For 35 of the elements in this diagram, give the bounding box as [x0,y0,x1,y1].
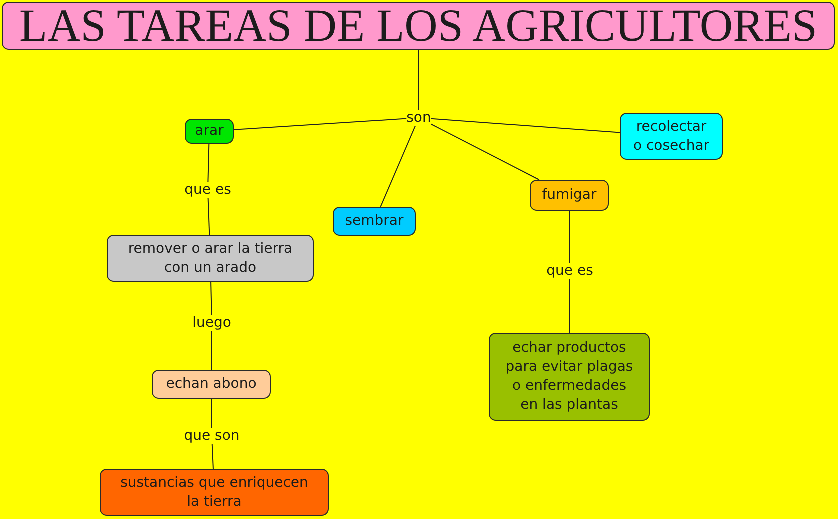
concept-text: echan abono [166,375,257,394]
connector-line [208,144,210,182]
connector-line [380,126,416,208]
concept-text: arar [195,122,224,141]
concept-text: fumigar [542,186,597,205]
connector-line [234,118,408,130]
linking-phrase: que es [546,263,594,279]
connector-line [430,124,540,180]
concept-box [107,235,314,282]
connector-line [430,118,620,134]
concept-text: sustancias que enriquecen la tierra [120,474,310,512]
concept-box [489,333,650,421]
concept-box [333,207,416,236]
linking-phrase: que es [184,182,232,198]
connector-line [211,398,212,428]
concept-box [152,370,271,399]
concept-text: sembrar [345,212,404,231]
connector-line [212,444,214,470]
connector-line [208,198,210,236]
connector-line [569,210,570,264]
connector-line [211,330,212,370]
linking-phrase: son [406,110,432,126]
title-text: LAS TAREAS DE LOS AGRICULTORES [19,3,818,49]
connector-line [569,278,570,334]
concept-box [185,119,234,144]
concept-text: remover o arar la tierra con un arado [127,240,294,278]
concept-box [530,180,609,211]
linking-phrase: luego [192,315,232,331]
concept-text: recolectar o cosechar [632,118,711,156]
concept-box [620,113,723,160]
concept-text: echar productos para evitar plagas o enfermedades en las plantas [504,339,634,415]
linking-phrase: que son [184,428,240,444]
connector-line [210,282,212,316]
concept-box [100,469,329,516]
connector-line [418,50,420,110]
